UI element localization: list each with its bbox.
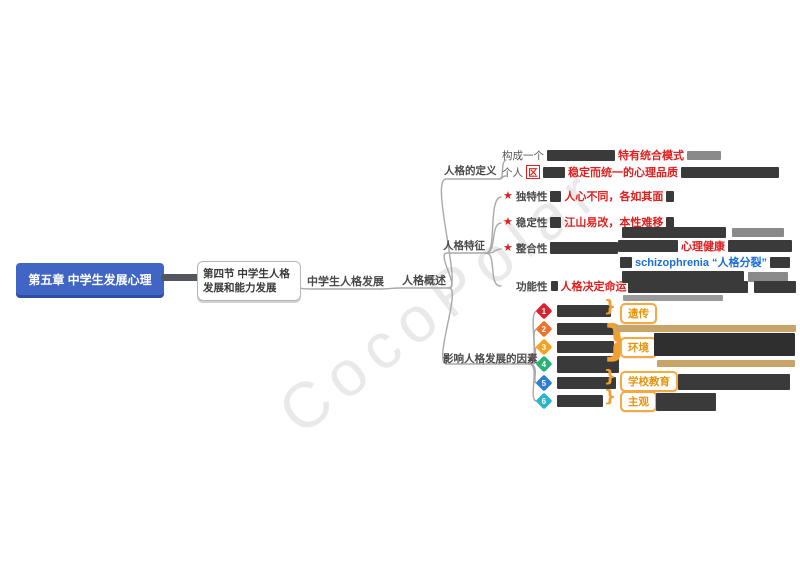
redacted-text-bar[interactable] [543, 166, 565, 178]
redacted-text-bar[interactable] [557, 323, 614, 335]
redacted-text-bar[interactable] [616, 325, 796, 332]
definition-line1-prefix: 构成一个 [502, 149, 544, 162]
redacted-text-bar[interactable] [557, 377, 616, 389]
definition-line1-highlight: 特有统合模式 [618, 150, 684, 162]
node-overview[interactable]: 人格概述 [402, 275, 446, 287]
definition-line2-prefix: 个人 [502, 166, 523, 179]
trait-row-stability[interactable]: ★ 稳定性 江山易改，本性难移 [503, 215, 675, 229]
redacted-text-bar[interactable] [620, 256, 632, 268]
factor-row-4[interactable]: 4 [535, 355, 619, 373]
redacted-text-bar[interactable] [550, 281, 558, 291]
trait-highlight: 人心不同，各如其面 [564, 191, 664, 203]
factor-row-5[interactable]: 5 [535, 374, 616, 392]
callout-subjective[interactable]: 主观 [620, 391, 657, 412]
factor-badge-3: 3 [535, 338, 553, 356]
trait-row-integration[interactable]: ★ 整合性 [503, 241, 619, 255]
trait-label: 整合性 [515, 242, 548, 255]
star-icon: ★ [503, 241, 513, 254]
redacted-text-bar[interactable] [728, 240, 792, 252]
factor-badge-2: 2 [535, 320, 553, 338]
integration-note-blue-row: schizophrenia “人格分裂” [620, 255, 791, 269]
callout-school-education[interactable]: 学校教育 [620, 371, 678, 392]
factor-row-3[interactable]: 3 [535, 338, 614, 356]
redacted-text-bar[interactable] [618, 240, 678, 252]
redacted-text-bar[interactable] [656, 393, 716, 411]
redacted-text-bar[interactable] [657, 360, 795, 367]
definition-line2-boxed-char: 区 [526, 165, 540, 179]
redacted-text-bar[interactable] [654, 333, 795, 356]
integration-note-red-row: 心理健康 [618, 239, 792, 253]
star-icon: ★ [503, 215, 513, 228]
callout-environment[interactable]: 环境 [620, 337, 657, 358]
root-connector-bar [161, 274, 199, 281]
redacted-text-bar[interactable] [732, 228, 784, 237]
redacted-text-bar[interactable] [557, 305, 611, 317]
root-node-label: 第五章 中学生发展心理 [28, 272, 152, 287]
brace-icon: } [604, 387, 617, 407]
factor-badge-4: 4 [535, 355, 553, 373]
redacted-text-bar[interactable] [557, 355, 619, 373]
redacted-text-bar[interactable] [748, 272, 788, 282]
trait-highlight: 江山易改，本性难移 [564, 217, 664, 229]
definition-line2-highlight: 稳定而统一的心理品质 [568, 167, 678, 179]
star-icon: ★ [503, 189, 513, 202]
redacted-text-bar[interactable] [666, 190, 675, 202]
node-development[interactable]: 中学生人格发展 [307, 276, 384, 288]
integration-highlight-blue: schizophrenia “人格分裂” [635, 257, 768, 269]
redacted-text-bar[interactable] [687, 150, 721, 160]
redacted-text-bar[interactable] [550, 190, 562, 202]
integration-highlight-red: 心理健康 [681, 241, 725, 253]
section-node-label: 第四节 中学生人格发展和能力发展 [203, 267, 290, 294]
brace-icon: } [604, 367, 617, 387]
node-definition[interactable]: 人格的定义 [444, 165, 497, 177]
factor-badge-5: 5 [535, 374, 553, 392]
root-node-chapter[interactable]: 第五章 中学生发展心理 [16, 263, 164, 295]
factor-badge-1: 1 [535, 302, 553, 320]
trait-row-functionality[interactable]: 功能性 人格决定命运 [516, 279, 627, 294]
definition-line-1: 构成一个 特有统合模式 [502, 148, 721, 162]
redacted-text-bar[interactable] [623, 295, 723, 301]
trait-label: 功能性 [516, 280, 548, 293]
factor-badge-6: 6 [535, 392, 553, 410]
redacted-text-bar[interactable] [754, 281, 796, 293]
redacted-text-bar[interactable] [557, 341, 614, 353]
redacted-text-bar[interactable] [550, 216, 562, 228]
trait-row-uniqueness[interactable]: ★ 独特性 人心不同，各如其面 [503, 189, 675, 203]
redacted-text-bar[interactable] [770, 256, 791, 268]
redacted-text-bar[interactable] [622, 271, 744, 283]
redacted-text-bar[interactable] [622, 227, 726, 238]
factor-row-6[interactable]: 6 [535, 392, 603, 410]
trait-label: 稳定性 [515, 216, 548, 229]
redacted-text-bar[interactable] [628, 281, 748, 293]
redacted-text-bar[interactable] [547, 149, 615, 161]
redacted-text-bar[interactable] [550, 242, 619, 254]
trait-label: 独特性 [515, 190, 548, 203]
redacted-text-bar[interactable] [666, 216, 675, 228]
definition-line-2: 个人 区 稳定而统一的心理品质 [502, 165, 779, 179]
factor-row-1[interactable]: 1 [535, 302, 611, 320]
node-traits[interactable]: 人格特征 [443, 240, 485, 252]
redacted-text-bar[interactable] [681, 166, 779, 178]
trait-highlight: 人格决定命运 [560, 281, 627, 293]
section-node[interactable]: 第四节 中学生人格发展和能力发展 [197, 261, 301, 301]
factor-row-2[interactable]: 2 [535, 320, 614, 338]
callout-heredity[interactable]: 遗传 [620, 303, 657, 324]
redacted-text-bar[interactable] [557, 395, 603, 407]
brace-icon: } [604, 297, 617, 317]
redacted-text-bar[interactable] [678, 374, 790, 390]
node-factors[interactable]: 影响人格发展的因素 [443, 353, 538, 365]
